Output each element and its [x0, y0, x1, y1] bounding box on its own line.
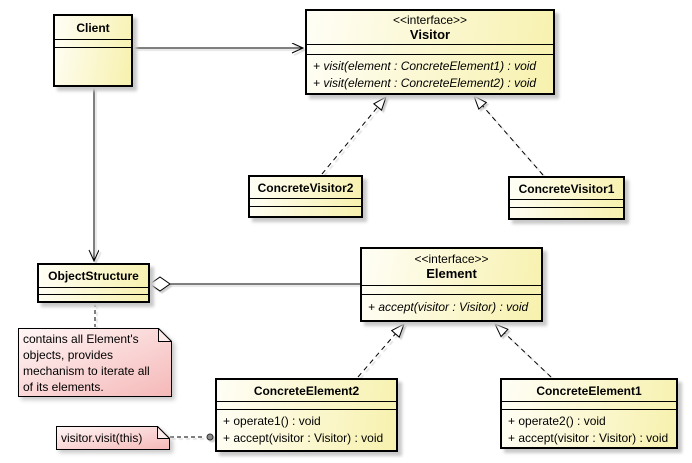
note-shape: [18, 328, 172, 397]
visitor-method-visit2: + visit(element : ConcreteElement2) : vo…: [313, 76, 537, 90]
note-anchor-circle: [206, 433, 214, 441]
class-visitor-name: Visitor: [409, 26, 451, 42]
realization-concretevisitor1-visitor: [473, 94, 544, 176]
class-objectstructure-name: ObjectStructure: [48, 269, 139, 283]
class-concretevisitor1-operations: [510, 208, 623, 218]
class-client-name: Client: [76, 20, 110, 35]
class-concreteelement2-operations: + operate1() : void + accept(visitor : V…: [217, 410, 396, 450]
visitor-stereotype: <<interface>>: [392, 12, 468, 27]
class-concretevisitor1[interactable]: ConcreteVisitor1: [508, 176, 625, 220]
note-objectstructure[interactable]: contains all Element's objects, provides…: [18, 328, 172, 397]
concreteelement1-method-operate2: + operate2() : void: [508, 414, 606, 428]
class-concretevisitor1-name: ConcreteVisitor1: [518, 181, 615, 196]
class-client[interactable]: Client: [53, 14, 133, 87]
class-client-attributes: [55, 39, 131, 48]
note-fold-corner-icon: [158, 328, 172, 342]
class-visitor-operations: + visit(element : ConcreteElement1) : vo…: [307, 55, 553, 93]
class-visitor-attributes: [307, 44, 553, 55]
class-element-attributes: [362, 285, 541, 295]
class-element[interactable]: <<interface>> Element + accept(visitor :…: [360, 247, 543, 322]
class-objectstructure[interactable]: ObjectStructure: [37, 263, 150, 303]
note-shape: [56, 426, 170, 450]
class-concreteelement1-attributes: [502, 401, 676, 410]
element-method-accept: + accept(visitor : Visitor) : void: [368, 300, 529, 314]
note-visitor-visit-text: visitor.visit(this): [61, 431, 143, 445]
realization-concretevisitor2-visitor: [321, 95, 387, 175]
class-objectstructure-operations: [39, 295, 148, 301]
class-client-operations: [55, 48, 131, 85]
class-concretevisitor2-name: ConcreteVisitor2: [257, 180, 354, 195]
realization-concreteelement2-element: [357, 322, 405, 378]
class-element-name: Element: [426, 266, 477, 281]
note-fold-corner-icon: [157, 426, 170, 439]
class-concreteelement2-name: ConcreteElement2: [253, 383, 360, 398]
realization-concreteelement1-element: [493, 323, 552, 378]
class-concreteelement1-operations: + operate2() : void + accept(visitor : V…: [502, 410, 676, 447]
class-element-operations: + accept(visitor : Visitor) : void: [362, 295, 541, 320]
class-concreteelement2-attributes: [217, 401, 396, 410]
class-objectstructure-attributes: [39, 287, 148, 295]
class-concretevisitor2-operations: [250, 207, 361, 216]
class-concreteelement1[interactable]: ConcreteElement1 + operate2() : void + a…: [500, 378, 678, 449]
note-visitor-visit-call[interactable]: visitor.visit(this): [56, 426, 170, 450]
class-concretevisitor1-attributes: [510, 199, 623, 208]
class-visitor[interactable]: <<interface>> Visitor + visit(element : …: [305, 9, 555, 95]
concreteelement1-method-accept: + accept(visitor : Visitor) : void: [508, 431, 669, 445]
concreteelement2-method-operate1: + operate1() : void: [223, 414, 321, 428]
aggregation-diamond: [149, 276, 171, 292]
class-concreteelement1-name: ConcreteElement1: [536, 383, 642, 398]
class-concretevisitor2[interactable]: ConcreteVisitor2: [248, 175, 363, 218]
note-objectstructure-text: contains all Element's objects, provides…: [23, 332, 150, 394]
element-stereotype: <<interface>>: [414, 252, 489, 266]
class-concreteelement2[interactable]: ConcreteElement2 + operate1() : void + a…: [215, 378, 398, 452]
concreteelement2-method-accept: + accept(visitor : Visitor) : void: [223, 431, 384, 445]
class-concretevisitor2-attributes: [250, 198, 361, 207]
visitor-method-visit1: + visit(element : ConcreteElement1) : vo…: [313, 59, 537, 73]
